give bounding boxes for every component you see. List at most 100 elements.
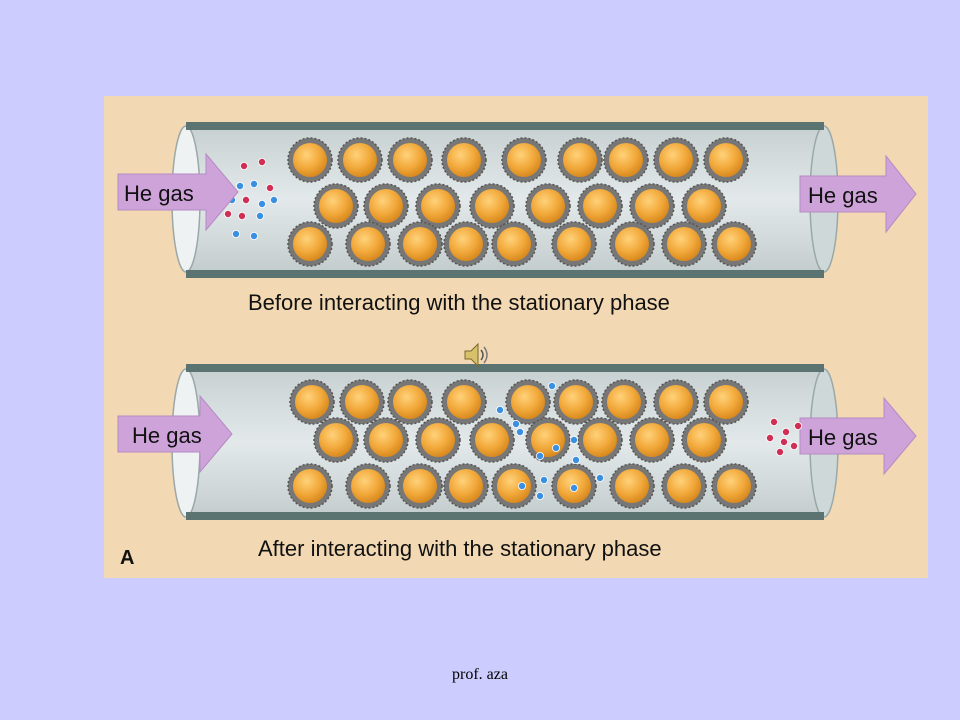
packing-bead-core: [421, 189, 455, 223]
top-tube-lower-wall: [186, 270, 824, 278]
sample-molecule: [571, 455, 580, 464]
packing-bead-core: [511, 385, 545, 419]
packing-bead-core: [293, 143, 327, 177]
packing-bead-core: [667, 227, 701, 261]
top-tube-upper-wall: [186, 122, 824, 130]
sample-molecule: [511, 419, 520, 428]
packing-bead-core: [717, 469, 751, 503]
top-outlet-arrow: He gas: [799, 154, 917, 234]
packing-bead-core: [319, 423, 353, 457]
packing-bead-core: [403, 227, 437, 261]
packing-bead-core: [319, 189, 353, 223]
packing-bead-core: [531, 189, 565, 223]
packing-bead-core: [351, 469, 385, 503]
packing-bead-core: [717, 227, 751, 261]
packing-bead-core: [583, 189, 617, 223]
sample-molecule: [249, 180, 258, 189]
sample-molecule: [224, 210, 233, 219]
packing-bead-core: [659, 143, 693, 177]
sample-molecule: [495, 405, 504, 414]
sample-molecule: [239, 162, 248, 171]
sample-molecule: [782, 427, 791, 436]
top-inlet-label: He gas: [124, 181, 194, 206]
packing-bead-core: [615, 469, 649, 503]
bottom-outlet-arrow: He gas: [799, 396, 917, 476]
packing-bead-core: [369, 423, 403, 457]
packing-bead-core: [447, 143, 481, 177]
bottom-tube-upper-wall: [186, 364, 824, 372]
packing-bead-core: [447, 385, 481, 419]
bottom-stationary-beads: [287, 379, 757, 509]
packing-bead-core: [709, 143, 743, 177]
sample-molecule: [776, 447, 785, 456]
sample-molecule: [547, 381, 556, 390]
sample-molecule: [766, 433, 775, 442]
packing-bead-core: [615, 227, 649, 261]
packing-bead-core: [403, 469, 437, 503]
sample-molecule: [595, 473, 604, 482]
sample-molecule: [257, 200, 266, 209]
top-inlet-arrow: He gas: [117, 152, 239, 232]
packing-bead-core: [449, 227, 483, 261]
sample-molecule: [535, 491, 544, 500]
top-column: [171, 122, 839, 278]
panel-letter: A: [120, 547, 134, 569]
packing-bead-core: [507, 143, 541, 177]
packing-bead-core: [667, 469, 701, 503]
packing-bead-core: [687, 189, 721, 223]
packing-bead-core: [497, 469, 531, 503]
sample-molecule: [551, 443, 560, 452]
packing-bead-core: [475, 189, 509, 223]
packing-bead-core: [497, 227, 531, 261]
top-caption: Before interacting with the stationary p…: [248, 290, 670, 315]
packing-bead-core: [393, 143, 427, 177]
packing-bead-core: [563, 143, 597, 177]
packing-bead-core: [293, 227, 327, 261]
sample-molecule: [255, 212, 264, 221]
bottom-sample-molecules: [495, 381, 604, 500]
sample-molecule: [237, 212, 246, 221]
bottom-inlet-arrow: He gas: [117, 394, 233, 474]
packing-bead-core: [559, 385, 593, 419]
sample-molecule: [569, 483, 578, 492]
top-stationary-beads: [287, 137, 757, 267]
packing-bead-core: [369, 189, 403, 223]
bottom-tube-lower-wall: [186, 512, 824, 520]
sample-molecule: [539, 475, 548, 484]
speaker-icon[interactable]: [462, 340, 492, 370]
packing-bead-core: [635, 189, 669, 223]
bottom-column: [171, 364, 839, 520]
packing-bead-core: [421, 423, 455, 457]
packing-bead-core: [531, 423, 565, 457]
packing-bead-core: [659, 385, 693, 419]
chromatography-figure: He gas He gas Before interacting with th…: [104, 96, 928, 578]
sample-molecule: [257, 158, 266, 167]
sample-molecule: [269, 196, 278, 205]
top-sample-molecules: [224, 158, 278, 240]
packing-bead-core: [557, 227, 591, 261]
eluted-molecules: [766, 417, 803, 456]
bottom-caption: After interacting with the stationary ph…: [258, 536, 662, 561]
sample-molecule: [770, 417, 779, 426]
sample-molecule: [790, 441, 799, 450]
sample-molecule: [794, 421, 803, 430]
sample-molecule: [231, 229, 240, 238]
packing-bead-core: [393, 385, 427, 419]
packing-bead-core: [475, 423, 509, 457]
packing-bead-core: [635, 423, 669, 457]
sample-molecule: [241, 196, 250, 205]
sample-molecule: [235, 182, 244, 191]
packing-bead-core: [343, 143, 377, 177]
sample-molecule: [249, 231, 258, 240]
packing-bead-core: [295, 385, 329, 419]
packing-bead-core: [583, 423, 617, 457]
footer-credit: prof. aza: [452, 666, 508, 683]
packing-bead-core: [351, 227, 385, 261]
bottom-inlet-label: He gas: [132, 423, 202, 448]
packing-bead-core: [607, 385, 641, 419]
sample-molecule: [569, 435, 578, 444]
packing-bead-core: [687, 423, 721, 457]
sample-molecule: [780, 437, 789, 446]
packing-bead-core: [709, 385, 743, 419]
packing-bead-core: [449, 469, 483, 503]
